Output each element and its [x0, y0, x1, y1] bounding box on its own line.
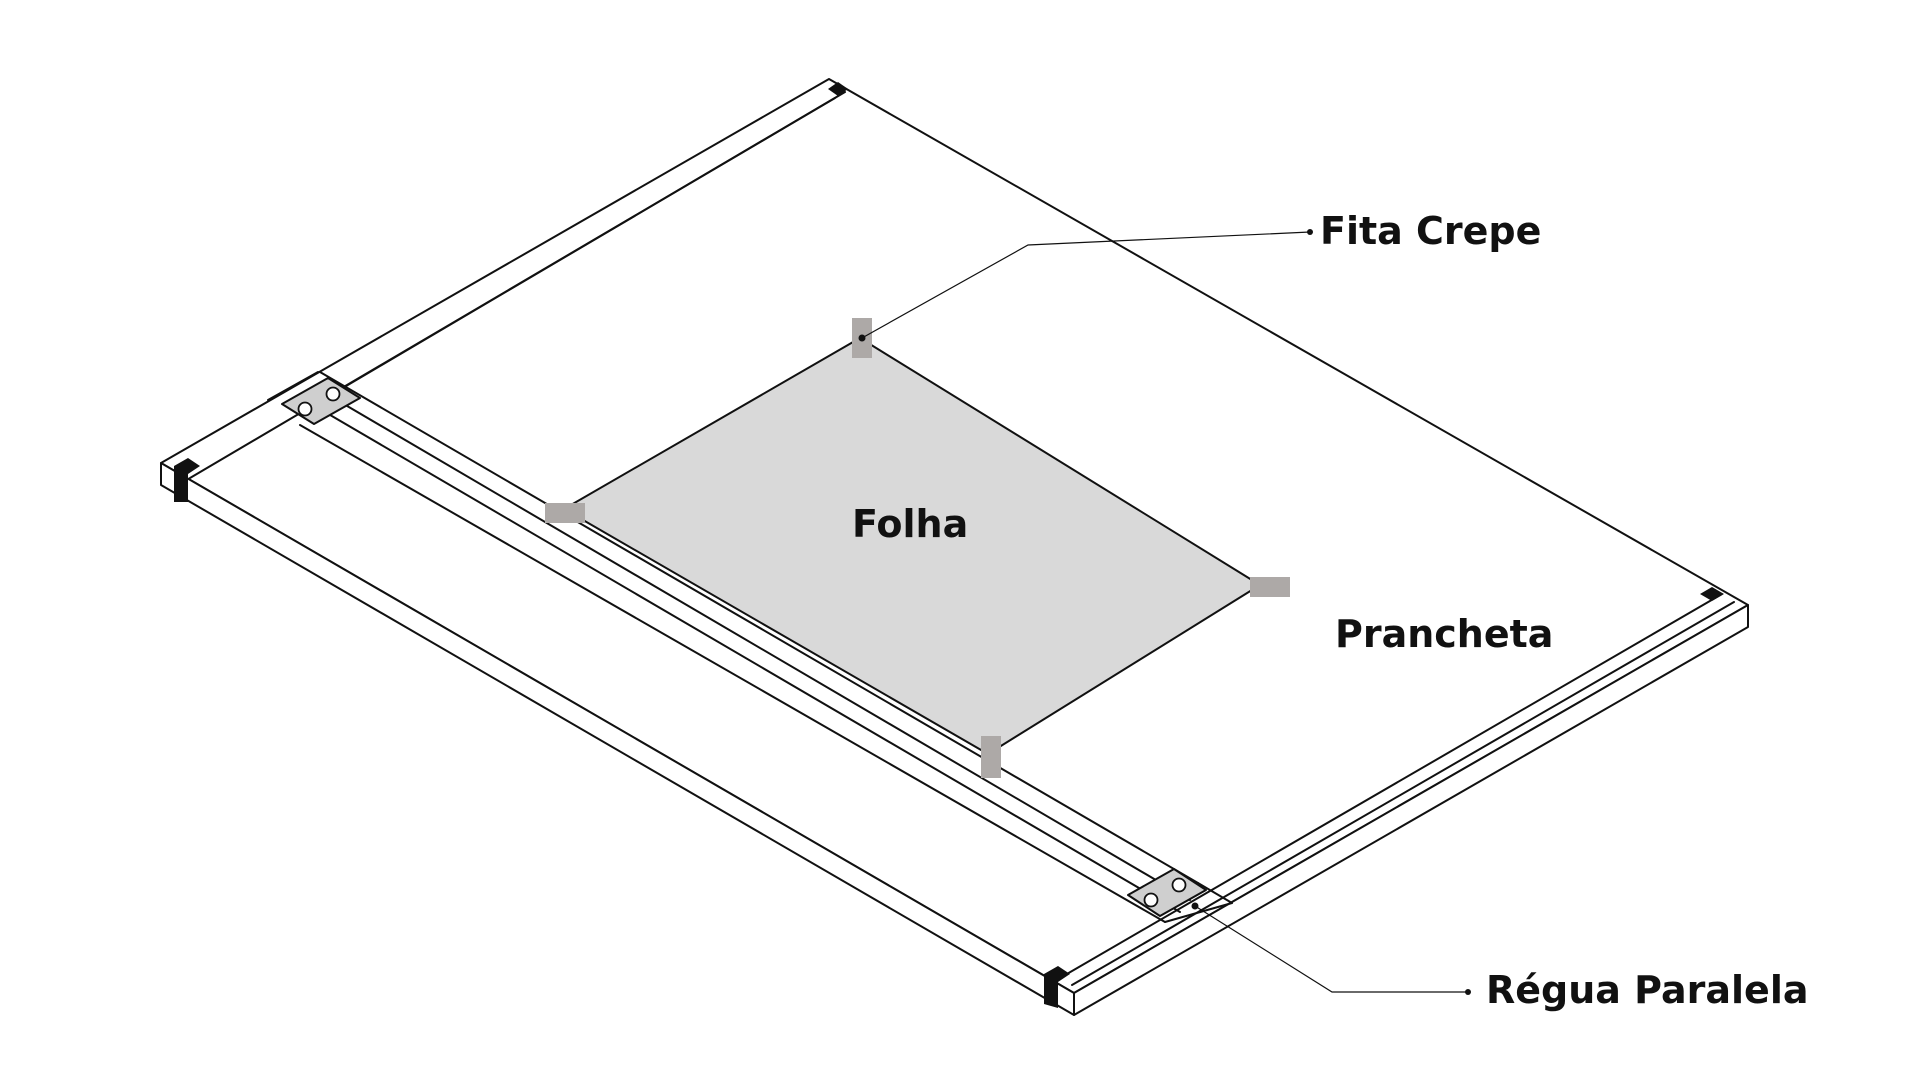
tape-right	[1250, 577, 1290, 597]
corner-clip-bottom	[1044, 966, 1070, 1008]
ruler-edge-2	[324, 392, 1191, 901]
front-rail-line	[1059, 593, 1723, 979]
back-rail-line-inner	[329, 97, 836, 396]
bracket-screw-icon	[1171, 877, 1187, 893]
corner-clips	[174, 82, 1724, 1008]
leader-dot	[858, 334, 866, 342]
labels: Folha Prancheta Fita Crepe Régua Paralel…	[852, 209, 1808, 1012]
bracket-screw-icon	[1143, 892, 1159, 908]
front-rail-line-inner	[1071, 601, 1735, 986]
ruler-edge-1	[319, 371, 1199, 884]
ruler-edge-3	[324, 411, 1181, 913]
corner-clip-top	[828, 82, 848, 96]
label-regua-paralela: Régua Paralela	[1486, 968, 1808, 1012]
label-folha: Folha	[852, 502, 968, 546]
ruler-brackets	[281, 377, 1207, 917]
leader-dot	[1191, 902, 1199, 910]
leader-dot	[1465, 989, 1471, 995]
leader-regua-paralela	[1194, 905, 1468, 993]
parallel-ruler	[267, 371, 1233, 923]
ruler-cable-end-bottom	[1197, 882, 1233, 904]
leader-fita-crepe	[861, 231, 1311, 339]
ruler-edge-4	[299, 424, 1166, 923]
board-right-edge	[1073, 604, 1749, 1016]
tape-bottom	[981, 736, 1001, 778]
ruler-cable-end-top	[267, 371, 319, 401]
leader-dots	[858, 229, 1471, 995]
leader-dot	[1307, 229, 1313, 235]
ruler-cable-end-bottom-2	[1164, 902, 1233, 923]
corner-clip-left	[174, 458, 200, 502]
leader-lines	[861, 231, 1468, 993]
bracket-screw-icon	[297, 401, 313, 417]
bracket-screw-icon	[325, 386, 341, 402]
label-fita-crepe: Fita Crepe	[1320, 209, 1541, 253]
label-prancheta: Prancheta	[1335, 612, 1553, 656]
corner-clip-right	[1700, 587, 1724, 601]
tape-left	[545, 503, 585, 523]
